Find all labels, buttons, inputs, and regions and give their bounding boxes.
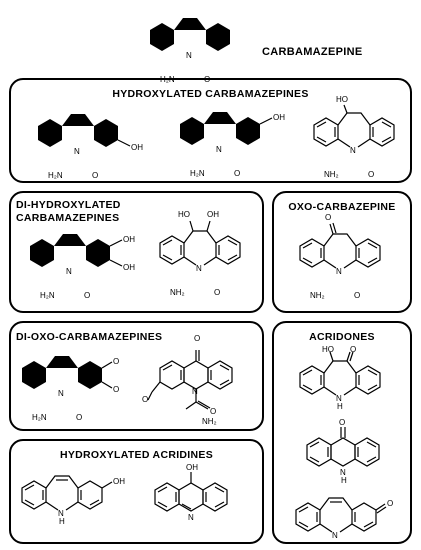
svg-text:NH₂: NH₂ <box>324 170 339 179</box>
svg-text:H₂N: H₂N <box>40 291 55 300</box>
svg-text:O: O <box>368 170 374 179</box>
svg-text:HO: HO <box>178 210 190 219</box>
panel-title-oxo-carbazepine: OXO-CARBAZEPINE <box>288 201 396 213</box>
acridone-3: O N <box>295 497 393 540</box>
panel-title-dioxo-carbamazepines: DI-OXO-CARBAMAZEPINES <box>16 331 163 343</box>
svg-text:H₂N: H₂N <box>48 171 63 180</box>
svg-text:O: O <box>234 169 240 178</box>
panel-hydroxylated-carbamazepines <box>9 78 412 183</box>
svg-text:O: O <box>214 288 220 297</box>
svg-text:O: O <box>84 291 90 300</box>
hydroxylated-acridine-1: OH N H <box>21 475 125 526</box>
svg-text:HO: HO <box>322 345 334 354</box>
svg-text:O: O <box>194 334 200 343</box>
svg-text:O: O <box>350 345 356 354</box>
page-title: CARBAMAZEPINE <box>262 46 363 58</box>
svg-text:H: H <box>341 476 347 485</box>
svg-text:N: N <box>188 513 194 522</box>
svg-text:N: N <box>196 264 202 273</box>
svg-text:O: O <box>142 395 148 404</box>
svg-text:O: O <box>354 291 360 300</box>
acridone-1: HO O N H <box>299 345 381 411</box>
svg-text:OH: OH <box>113 477 125 486</box>
atom-n: N <box>186 51 192 60</box>
dihydroxy-carbamazepine-1: N OH OH O H₂N <box>30 234 135 300</box>
svg-text:OH: OH <box>123 263 135 272</box>
acridone-2: O N H <box>306 418 380 485</box>
svg-text:O: O <box>92 171 98 180</box>
svg-text:N: N <box>66 267 72 276</box>
svg-text:OH: OH <box>186 463 198 472</box>
svg-text:OH: OH <box>273 113 285 122</box>
svg-text:NH₂: NH₂ <box>310 291 325 300</box>
svg-text:N: N <box>216 145 222 154</box>
carbamazepine-structure: N O H₂N <box>150 18 230 84</box>
svg-text:H₂N: H₂N <box>190 169 205 178</box>
hydroxy-carbamazepine-1: N OH O H₂N <box>38 114 143 180</box>
svg-text:N: N <box>340 468 346 477</box>
hydroxy-carbamazepine-2: N OH O H₂N <box>180 112 285 178</box>
panel-title-hydroxylated-acridines: HYDROXYLATED ACRIDINES <box>59 449 214 461</box>
svg-text:O: O <box>210 407 216 416</box>
svg-text:N: N <box>58 509 64 518</box>
svg-text:N: N <box>58 389 64 398</box>
panel-title-hydroxylated-carbamazepines: HYDROXYLATED CARBAMAZEPINES <box>112 88 309 100</box>
dioxo-carbamazepine-2: O O N O NH₂ <box>142 334 233 426</box>
svg-text:NH₂: NH₂ <box>202 417 217 426</box>
svg-text:HO: HO <box>336 95 348 104</box>
svg-text:N: N <box>332 531 338 540</box>
panel-title-dihydroxylated-line1: DI-HYDROXYLATED <box>16 199 121 211</box>
svg-text:O: O <box>76 413 82 422</box>
svg-text:O: O <box>325 213 331 222</box>
svg-text:O: O <box>387 499 393 508</box>
dihydroxy-carbamazepine-2: HO OH N O NH₂ <box>159 210 241 297</box>
dioxo-carbamazepine-1: N O O O H₂N <box>22 356 119 422</box>
svg-text:H: H <box>337 402 343 411</box>
hydroxylated-acridine-2: OH N <box>154 463 228 522</box>
panel-title-acridones: ACRIDONES <box>309 331 375 343</box>
hydroxy-carbamazepine-3: HO N O NH₂ <box>313 95 395 179</box>
svg-text:H: H <box>59 517 65 526</box>
panel-dioxo-carbamazepines <box>9 321 264 431</box>
svg-text:N: N <box>192 387 198 396</box>
panel-title-dihydroxylated-line2: CARBAMAZEPINES <box>16 212 120 224</box>
svg-text:OH: OH <box>207 210 219 219</box>
panel-dihydroxylated-carbamazepines <box>9 191 264 313</box>
svg-text:N: N <box>350 146 356 155</box>
atom-oh: OH <box>131 143 143 152</box>
svg-text:NH₂: NH₂ <box>170 288 185 297</box>
svg-text:O: O <box>113 357 119 366</box>
panel-oxo-carbazepine <box>272 191 412 313</box>
svg-text:N: N <box>336 394 342 403</box>
svg-text:N: N <box>74 147 80 156</box>
svg-text:O: O <box>339 418 345 427</box>
panel-acridones <box>272 321 412 544</box>
svg-text:H₂N: H₂N <box>32 413 47 422</box>
svg-text:O: O <box>113 385 119 394</box>
oxo-carbazepine-structure: O N O NH₂ <box>299 213 381 300</box>
svg-text:OH: OH <box>123 235 135 244</box>
svg-text:N: N <box>336 267 342 276</box>
panel-hydroxylated-acridines <box>9 439 264 544</box>
